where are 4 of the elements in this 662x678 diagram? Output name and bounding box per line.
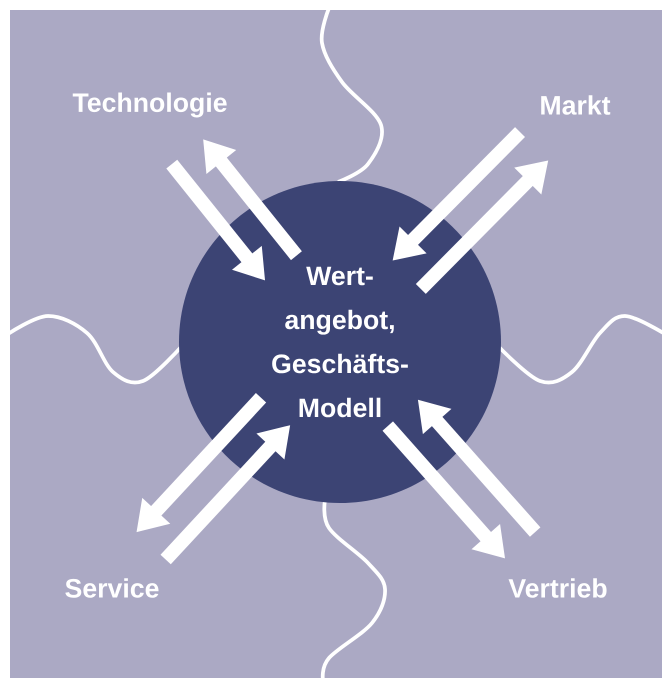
topic-label: Vertrieb [508,578,607,598]
topic-label: Technologie [72,92,227,118]
topic-label: Service [65,578,159,598]
topic-label: Markt [541,95,610,115]
